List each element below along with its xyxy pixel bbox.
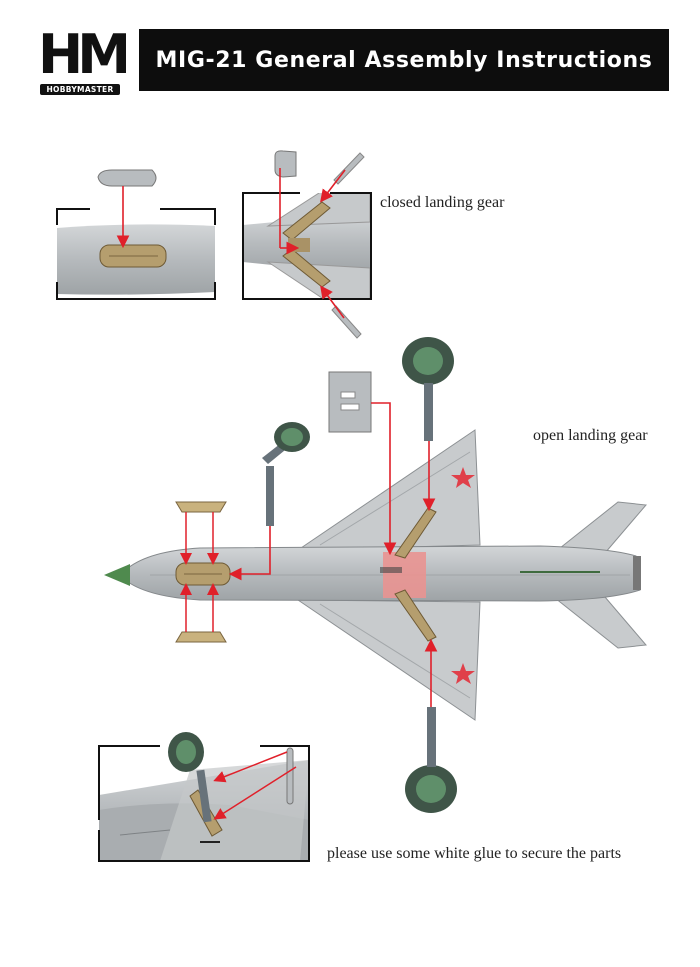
- nose-wheel: [228, 422, 310, 581]
- upper-main-wheel: [402, 337, 454, 512]
- glue-note-caption: please use some white glue to secure the…: [327, 845, 622, 862]
- closed-nose-gear-detail: [56, 169, 216, 300]
- logo-brand: HOBBYMASTER: [40, 84, 120, 95]
- page-title: MIG-21 General Assembly Instructions: [139, 29, 669, 91]
- glue-detail: [98, 732, 310, 862]
- page-title-text: MIG-21 General Assembly Instructions: [155, 47, 653, 73]
- open-gear-caption: open landing gear: [533, 427, 648, 444]
- lower-main-wheel: [405, 638, 457, 813]
- hobbymaster-logo: HM HOBBYMASTER: [38, 23, 131, 97]
- mig21-plan-view: [104, 429, 647, 721]
- nose-gear-doors: [175, 501, 227, 643]
- closed-main-gear-detail: [242, 150, 372, 339]
- main-gear-bay-cover: [328, 371, 397, 556]
- closed-gear-caption: closed landing gear: [380, 194, 505, 211]
- logo-mark: HM: [38, 23, 131, 86]
